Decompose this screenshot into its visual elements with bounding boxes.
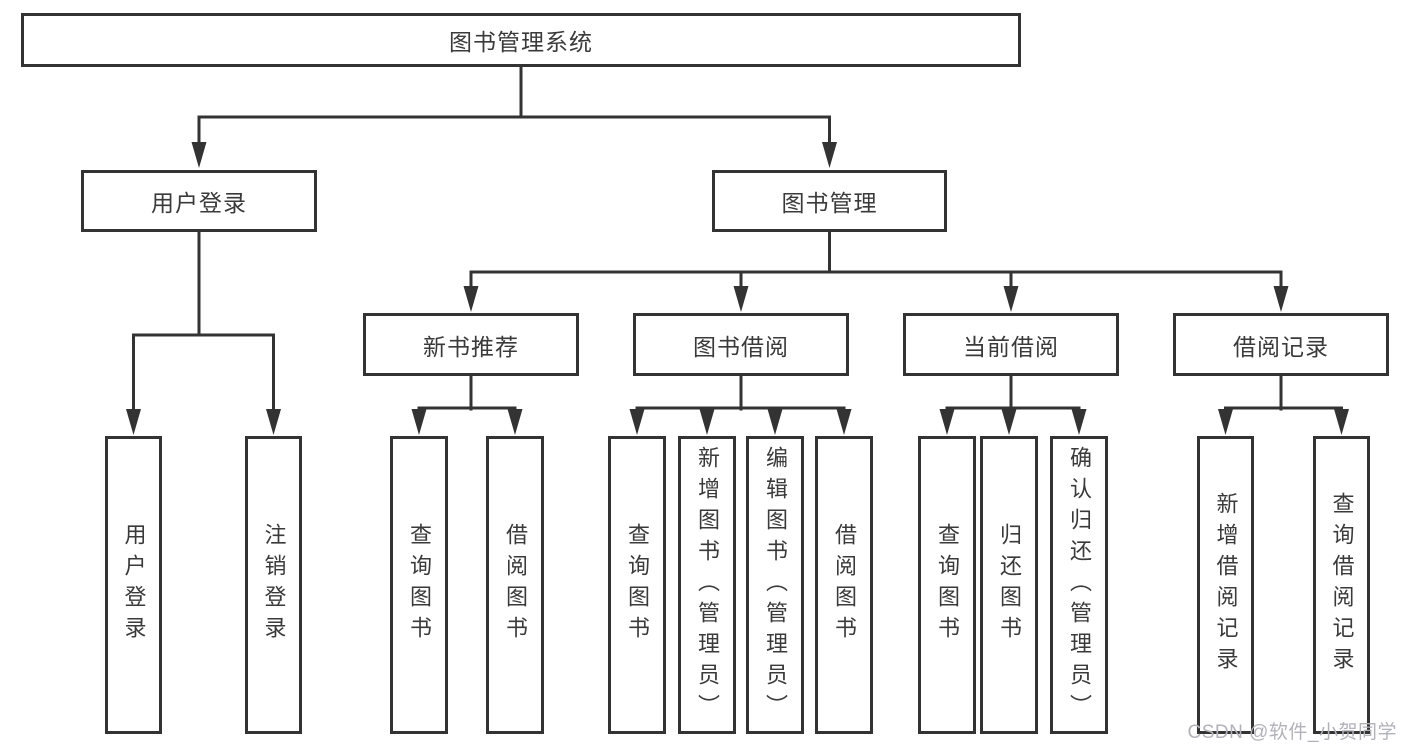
leaf-logout: 注销登录 [245, 436, 302, 734]
node-current-borrowing: 当前借阅 [903, 313, 1119, 376]
node-label: 新增借阅记录 [1213, 492, 1239, 678]
node-label: 当前借阅 [963, 333, 1059, 360]
node-label: 归还图书 [997, 523, 1022, 647]
node-label: 借阅记录 [1233, 333, 1329, 360]
node-label: 查询图书 [935, 523, 960, 647]
watermark: CSDN @软件_小贺同学 [1187, 722, 1397, 743]
node-label: 用户登录 [121, 523, 147, 647]
node-book-borrowing: 图书借阅 [633, 313, 849, 376]
leaf-br-add-record: 新增借阅记录 [1197, 436, 1254, 734]
leaf-cb-query-books: 查询图书 [918, 436, 976, 734]
node-label: 查询图书 [625, 523, 650, 647]
node-label: 图书管理系统 [449, 29, 593, 55]
node-label: 确认归还（管理员） [1067, 445, 1092, 725]
node-label: 注销登录 [261, 523, 287, 647]
leaf-bb-edit-books-admin: 编辑图书（管理员） [746, 436, 804, 734]
leaf-bb-query-books: 查询图书 [608, 436, 666, 734]
leaf-bb-borrow-books: 借阅图书 [815, 436, 873, 734]
node-borrowing-records: 借阅记录 [1173, 313, 1389, 376]
leaf-bb-add-books-admin: 新增图书（管理员） [678, 436, 736, 734]
node-label: 查询图书 [407, 523, 432, 647]
node-label: 用户登录 [151, 190, 247, 216]
leaf-cb-return-books: 归还图书 [980, 436, 1038, 734]
node-label: 图书管理 [781, 190, 878, 216]
node-library-system: 图书管理系统 [21, 13, 1021, 67]
leaf-nbr-query-books: 查询图书 [390, 436, 448, 734]
leaf-br-query-record: 查询借阅记录 [1313, 436, 1370, 734]
node-book-management: 图书管理 [712, 170, 947, 232]
node-label: 编辑图书（管理员） [763, 445, 788, 725]
leaf-user-login: 用户登录 [105, 436, 162, 734]
node-label: 图书借阅 [693, 333, 789, 360]
node-label: 新书推荐 [423, 333, 519, 360]
node-label: 借阅图书 [832, 523, 857, 647]
node-label: 查询借阅记录 [1329, 492, 1355, 678]
node-label: 借阅图书 [503, 523, 528, 647]
leaf-nbr-borrow-books: 借阅图书 [486, 436, 544, 734]
node-label: 新增图书（管理员） [695, 445, 720, 725]
node-new-book-recommend: 新书推荐 [363, 313, 579, 376]
node-user-login: 用户登录 [81, 170, 317, 232]
leaf-cb-confirm-return-admin: 确认归还（管理员） [1050, 436, 1108, 734]
